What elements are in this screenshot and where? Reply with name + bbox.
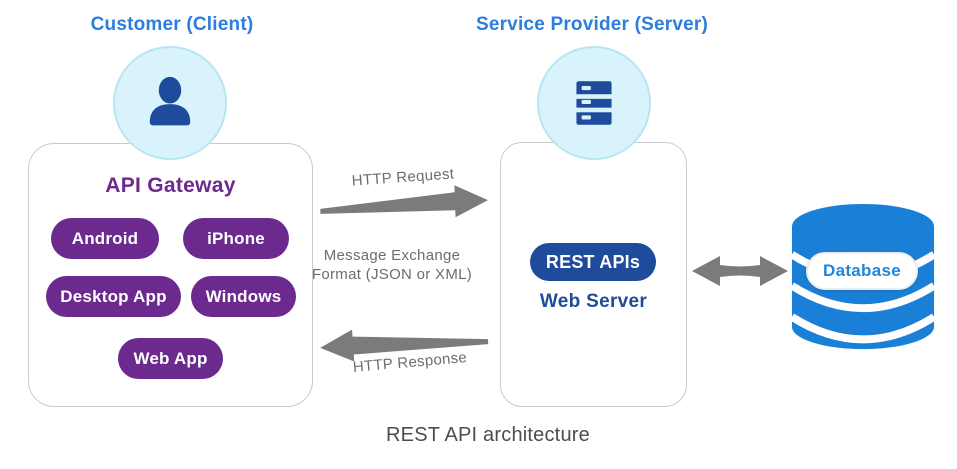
web-server-title: Web Server: [539, 291, 648, 312]
pill-web-app: Web App: [118, 338, 223, 379]
right-arrow-icon: [320, 185, 488, 218]
server-label: Service Provider (Server): [475, 14, 709, 35]
api-gateway-panel: API Gateway Android iPhone Desktop App W…: [28, 143, 313, 407]
person-icon: [149, 76, 191, 126]
double-headed-arrow-icon: [692, 256, 788, 286]
client-label: Customer (Client): [90, 14, 254, 35]
pill-desktop-app: Desktop App: [46, 276, 181, 317]
web-server-panel: REST APIs Web Server: [500, 142, 687, 407]
database-badge: Database: [806, 252, 918, 290]
diagram-caption: REST API architecture: [386, 424, 590, 446]
client-avatar: [113, 46, 227, 160]
server-avatar: [537, 46, 651, 160]
rest-apis-pill: REST APIs: [530, 243, 656, 281]
message-format-line1: Message Exchange: [323, 247, 461, 264]
pill-iphone: iPhone: [183, 218, 289, 259]
server-rack-icon: [572, 81, 620, 125]
left-arrow-icon: [320, 329, 489, 362]
api-gateway-title: API Gateway: [105, 174, 236, 197]
message-format-line2: Format (JSON or XML): [311, 266, 473, 283]
message-format-label: Message Exchange Format (JSON or XML): [292, 246, 492, 284]
pill-windows: Windows: [191, 276, 296, 317]
pill-android: Android: [51, 218, 159, 259]
